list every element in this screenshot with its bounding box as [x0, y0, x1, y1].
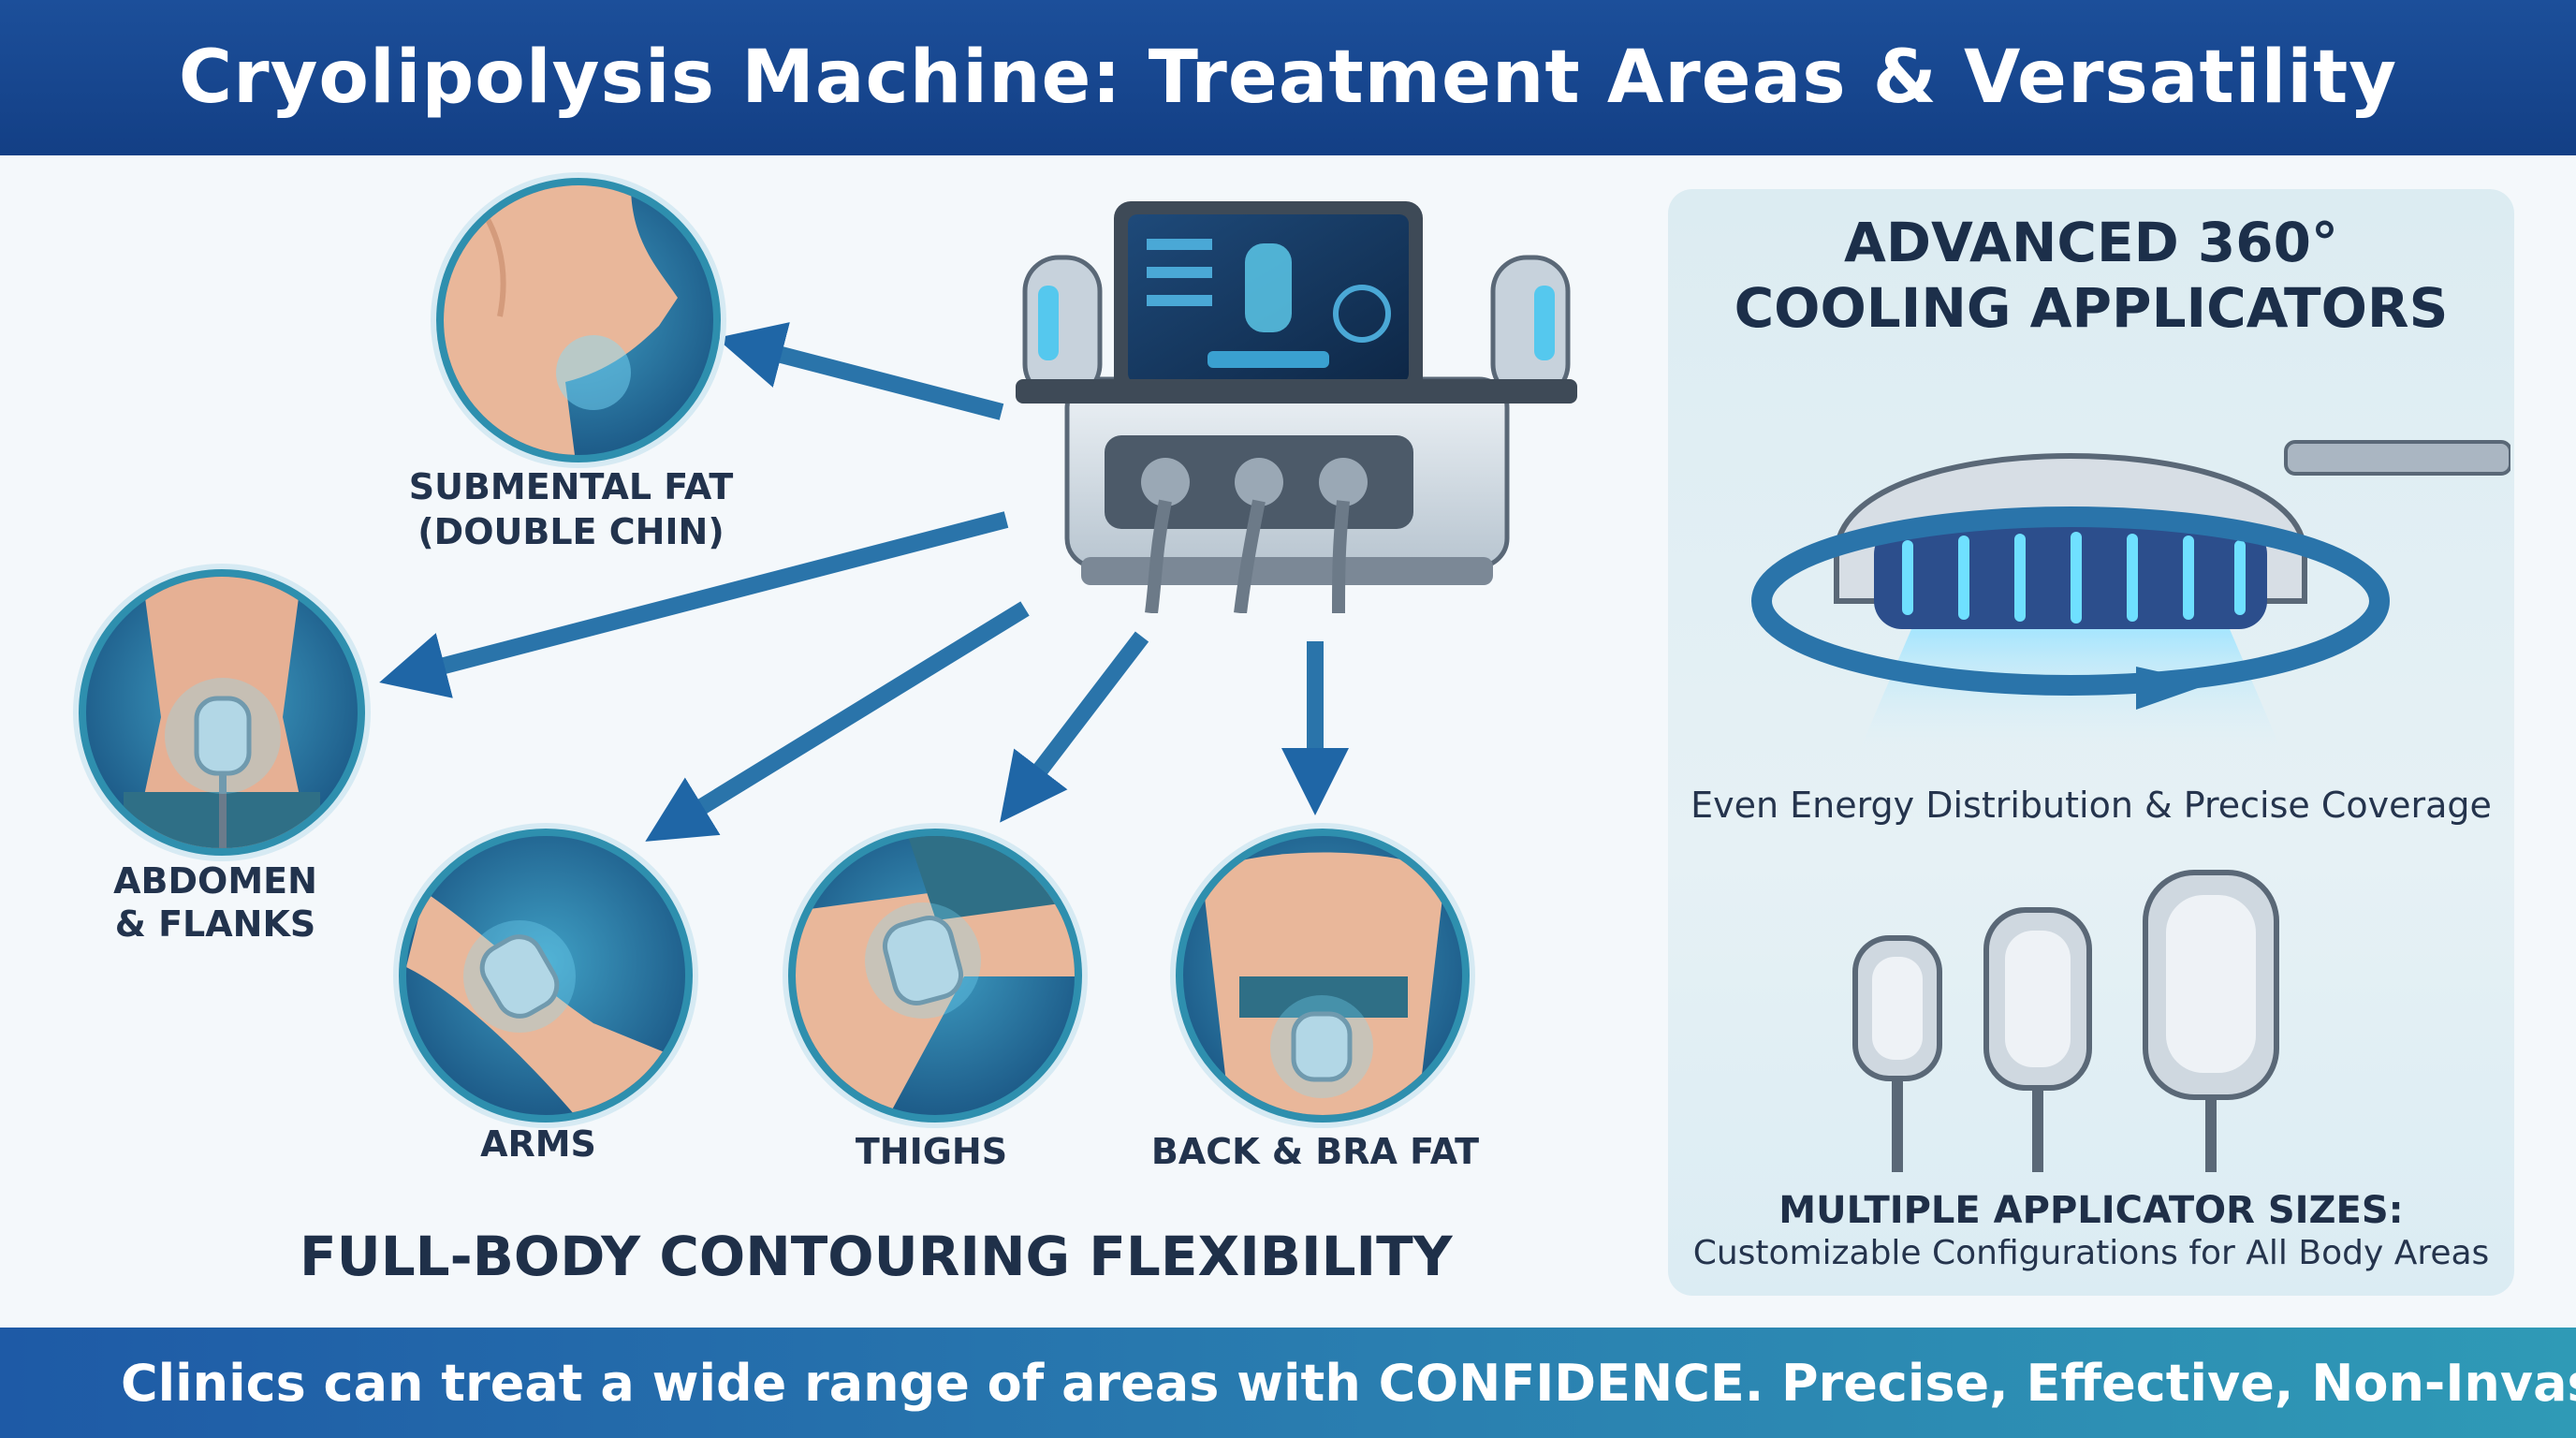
- thigh-illustration-icon: [796, 836, 1075, 1115]
- label-arms: ARMS: [480, 1123, 596, 1165]
- arrow-to-chin: [716, 322, 1004, 420]
- panel-title-line2: COOLING APPLICATORS: [1734, 276, 2449, 340]
- abdomen-illustration-icon: [124, 577, 320, 848]
- footer-bar: Clinics can treat a wide range of areas …: [0, 1328, 2576, 1438]
- section-title-contouring: FULL-BODY CONTOURING FLEXIBILITY: [300, 1225, 1453, 1288]
- label-submental-line1: SUBMENTAL FAT: [408, 466, 734, 507]
- label-back: BACK & BRA FAT: [1150, 1131, 1480, 1172]
- back-image-circle: [1176, 829, 1470, 1123]
- footer-message: Clinics can treat a wide range of areas …: [121, 1353, 2576, 1413]
- applicator-sizes-illustration: [1852, 870, 2279, 1172]
- arms-image-circle: [399, 829, 693, 1123]
- label-abdomen-line1: ABDOMEN: [113, 860, 317, 902]
- label-abdomen-line2: & FLANKS: [114, 903, 316, 945]
- applicators-panel: ADVANCED 360° COOLING APPLICATORS Even E…: [1668, 189, 2514, 1296]
- label-thighs: THIGHS: [855, 1131, 1008, 1172]
- cryolipolysis-machine: [1016, 201, 1577, 613]
- back-illustration-icon: [1202, 852, 1445, 1115]
- panel-title-line1: ADVANCED 360°: [1843, 211, 2338, 274]
- page-title: Cryolipolysis Machine: Treatment Areas &…: [178, 36, 2398, 120]
- thighs-image-circle: [788, 829, 1082, 1123]
- panel-sizes-text: Customizable Configurations for All Body…: [1692, 1234, 2490, 1272]
- label-abdomen: ABDOMEN & FLANKS: [75, 859, 356, 946]
- submental-image-circle: [436, 178, 721, 462]
- label-submental: SUBMENTAL FAT (DOUBLE CHIN): [402, 464, 739, 554]
- arrow-to-abdomen: [379, 511, 1009, 698]
- panel-subtitle: Even Energy Distribution & Precise Cover…: [1690, 785, 2492, 826]
- header-bar: Cryolipolysis Machine: Treatment Areas &…: [0, 0, 2576, 155]
- arm-illustration-icon: [406, 892, 685, 1115]
- cooling-applicator-illustration: [1751, 440, 2510, 760]
- arrow-to-thighs: [1000, 631, 1149, 823]
- panel-sizes-title: MULTIPLE APPLICATOR SIZES:: [1778, 1189, 2404, 1232]
- abdomen-image-circle: [79, 569, 365, 856]
- label-submental-line2: (DOUBLE CHIN): [417, 511, 724, 552]
- arrow-to-arms: [645, 601, 1030, 842]
- chin-illustration-icon: [444, 185, 678, 455]
- panel-title: ADVANCED 360° COOLING APPLICATORS: [1668, 210, 2514, 341]
